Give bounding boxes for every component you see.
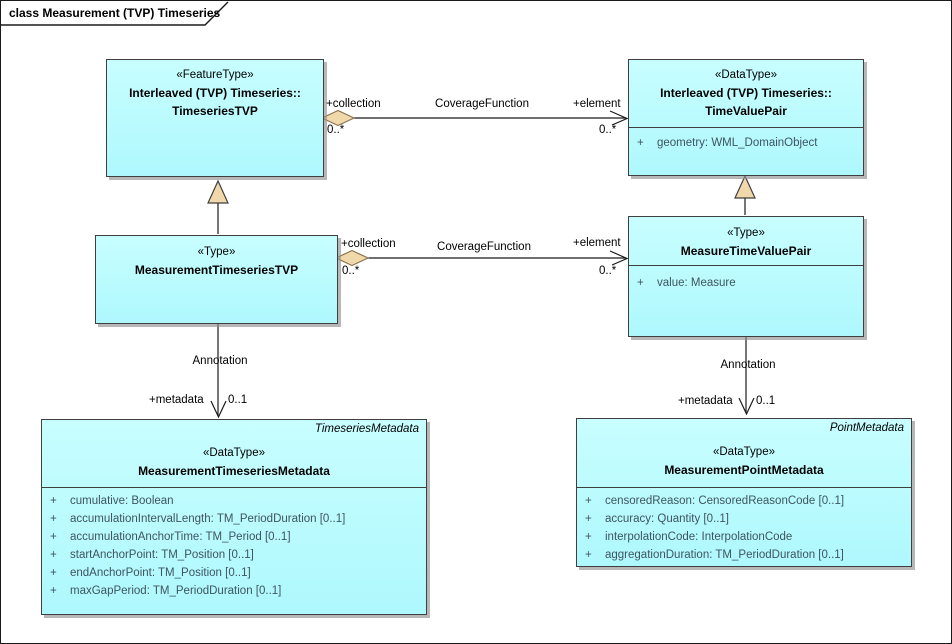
attribute-compartment: + value: Measure	[629, 265, 863, 336]
class-box-measurement-timeseries-tvp[interactable]: «Type» MeasurementTimeseriesTVP	[95, 235, 338, 324]
class-name: TimeValuePair	[705, 104, 787, 118]
coverage-association-top	[320, 109, 629, 127]
class-header: «Type» MeasurementTimeseriesTVP	[96, 236, 337, 279]
attribute-row: + accumulationAnchorTime: TM_Period [0..…	[50, 531, 291, 543]
metadata-multiplicity-label: 0..1	[228, 394, 248, 406]
open-arrowhead-icon	[210, 400, 227, 419]
class-header: PointMetadata «DataType» MeasurementPoin…	[577, 419, 911, 487]
metadata-role-label: +metadata	[678, 395, 733, 407]
attribute-row: + value: Measure	[637, 277, 736, 289]
open-arrowhead-icon	[609, 110, 629, 126]
association-name-label: CoverageFunction	[435, 98, 529, 110]
stereotype-label: «DataType»	[202, 447, 265, 459]
open-arrowhead-icon	[738, 397, 755, 416]
class-box-measurement-timeseries-metadata[interactable]: TimeseriesMetadata «DataType» Measuremen…	[41, 419, 427, 615]
aggregation-diamond-icon	[320, 109, 356, 127]
frame-tab-outline	[1, 1, 229, 26]
class-name: MeasureTimeValuePair	[680, 244, 812, 258]
stereotype-label: «DataType»	[712, 446, 775, 458]
class-header: «FeatureType» Interleaved (TVP) Timeseri…	[107, 60, 323, 120]
metadata-multiplicity-label: 0..1	[756, 395, 776, 407]
class-header: «DataType» Interleaved (TVP) Timeseries:…	[629, 60, 863, 127]
attribute-row: + geometry: WML_DomainObject	[637, 137, 818, 149]
aggregation-diamond-icon	[334, 249, 370, 267]
open-arrowhead-icon	[609, 250, 629, 266]
attribute-row: + accumulationIntervalLength: TM_PeriodD…	[50, 513, 346, 525]
generalization-triangle-icon	[207, 179, 229, 204]
stereotype-label: «FeatureType»	[176, 69, 254, 81]
source-role-label: +collection	[326, 98, 381, 110]
attribute-row: + endAnchorPoint: TM_Position [0..1]	[50, 567, 251, 579]
attribute-row: + accuracy: Quantity [0..1]	[585, 513, 730, 525]
coverage-association-bottom	[334, 249, 629, 267]
target-role-label: +element	[573, 237, 621, 249]
metadata-role-label: +metadata	[149, 394, 204, 406]
attribute-row: + aggregationDuration: TM_PeriodDuration…	[585, 549, 844, 561]
attribute-compartment: + censoredReason: CensoredReasonCode [0.…	[577, 487, 911, 566]
class-header: «Type» MeasureTimeValuePair	[629, 217, 863, 265]
attribute-row: + censoredReason: CensoredReasonCode [0.…	[585, 495, 845, 507]
class-box-timeseries-tvp[interactable]: «FeatureType» Interleaved (TVP) Timeseri…	[106, 59, 324, 177]
annotation-link-left	[210, 324, 227, 419]
attribute-row: + cumulative: Boolean	[50, 495, 174, 507]
attribute-compartment: + geometry: WML_DomainObject	[629, 127, 863, 175]
attribute-compartment: + cumulative: Boolean + accumulationInte…	[42, 487, 426, 614]
target-multiplicity-label: 0..*	[599, 124, 617, 136]
class-box-measurement-point-metadata[interactable]: PointMetadata «DataType» MeasurementPoin…	[576, 418, 912, 567]
generalization-triangle-icon	[734, 174, 756, 199]
association-name-label: CoverageFunction	[437, 241, 531, 253]
stereotype-label: «Type»	[197, 246, 236, 258]
class-name: MeasurementPointMetadata	[664, 463, 824, 477]
class-name: MeasurementTimeseriesTVP	[134, 263, 299, 277]
source-multiplicity-label: 0..*	[342, 265, 360, 277]
class-header: TimeseriesMetadata «DataType» Measuremen…	[42, 420, 426, 487]
annotation-name-label: Annotation	[192, 355, 248, 367]
class-name: TimeseriesTVP	[172, 104, 258, 118]
attribute-row: + maxGapPeriod: TM_PeriodDuration [0..1]	[50, 585, 282, 597]
diagram-frame-title: class Measurement (TVP) Timeseries	[9, 6, 221, 20]
annotation-name-label: Annotation	[720, 359, 776, 371]
class-box-measure-time-value-pair[interactable]: «Type» MeasureTimeValuePair + value: Mea…	[628, 216, 864, 337]
class-name: MeasurementTimeseriesMetadata	[138, 464, 330, 478]
annotation-link-right	[738, 337, 755, 416]
source-role-label: +collection	[341, 238, 396, 250]
class-qualifier: Interleaved (TVP) Timeseries::	[129, 86, 301, 100]
generalization-left	[207, 179, 229, 234]
target-role-label: +element	[573, 98, 621, 110]
instance-tag-label: TimeseriesMetadata	[314, 423, 419, 435]
stereotype-label: «Type»	[727, 227, 765, 239]
target-multiplicity-label: 0..*	[599, 265, 617, 277]
source-multiplicity-label: 0..*	[327, 124, 345, 136]
attribute-row: + interpolationCode: InterpolationCode	[585, 531, 793, 543]
class-qualifier: Interleaved (TVP) Timeseries::	[660, 86, 832, 100]
attribute-row: + startAnchorPoint: TM_Position [0..1]	[50, 549, 254, 561]
stereotype-label: «DataType»	[714, 69, 777, 81]
generalization-right	[734, 174, 756, 215]
instance-tag-label: PointMetadata	[829, 422, 904, 434]
class-box-time-value-pair[interactable]: «DataType» Interleaved (TVP) Timeseries:…	[628, 59, 864, 176]
